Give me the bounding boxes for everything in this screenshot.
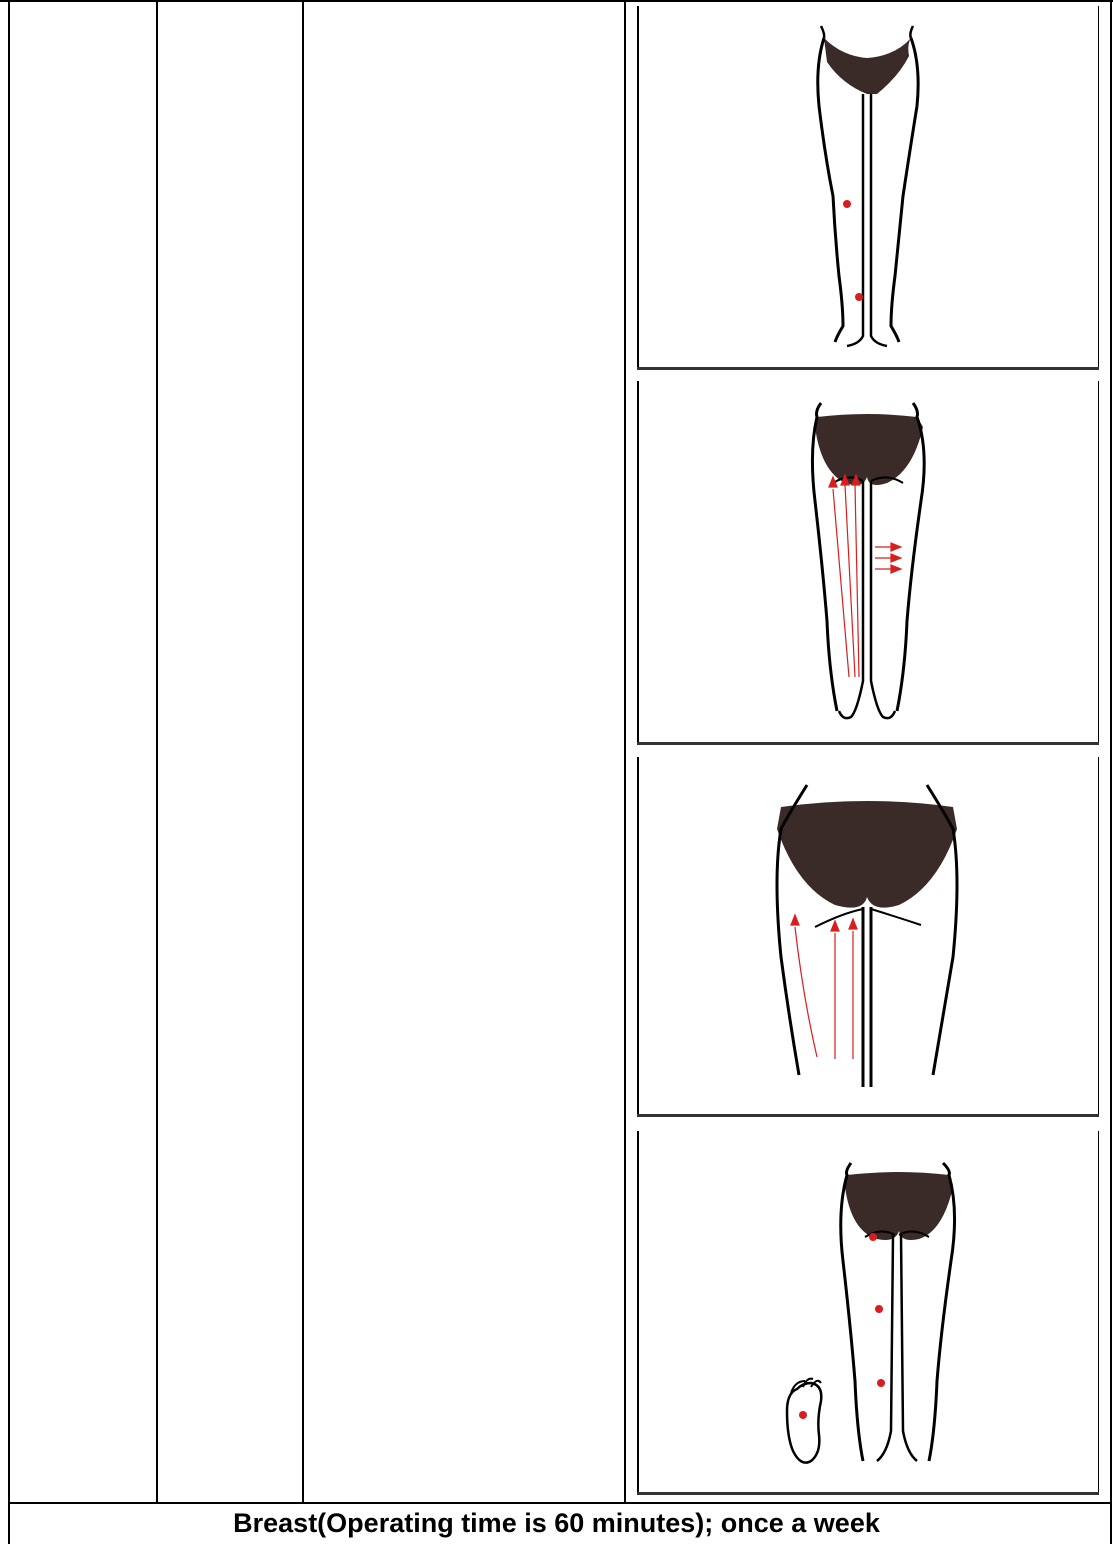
legs-back-acupoints-with-foot-icon xyxy=(637,1131,1099,1495)
empty-cell-2 xyxy=(157,1,302,1502)
section-footer-row: Breast(Operating time is 60 minutes); on… xyxy=(0,1503,1113,1544)
legs-back-massage-arrows-icon xyxy=(637,381,1099,745)
column-divider-3 xyxy=(624,0,626,1503)
empty-cell-3 xyxy=(303,1,624,1502)
thigh-back-closeup-arrows-icon xyxy=(637,757,1099,1117)
illustration-panel-3 xyxy=(637,757,1099,1117)
illustration-panel-1 xyxy=(637,6,1099,370)
section-title: Breast(Operating time is 60 minutes); on… xyxy=(233,1508,880,1539)
table-right-border xyxy=(1110,0,1112,1544)
empty-cell-1 xyxy=(9,1,156,1502)
legs-front-acupoints-icon xyxy=(637,6,1099,370)
illustration-panel-2 xyxy=(637,381,1099,745)
illustration-panel-4 xyxy=(637,1131,1099,1495)
